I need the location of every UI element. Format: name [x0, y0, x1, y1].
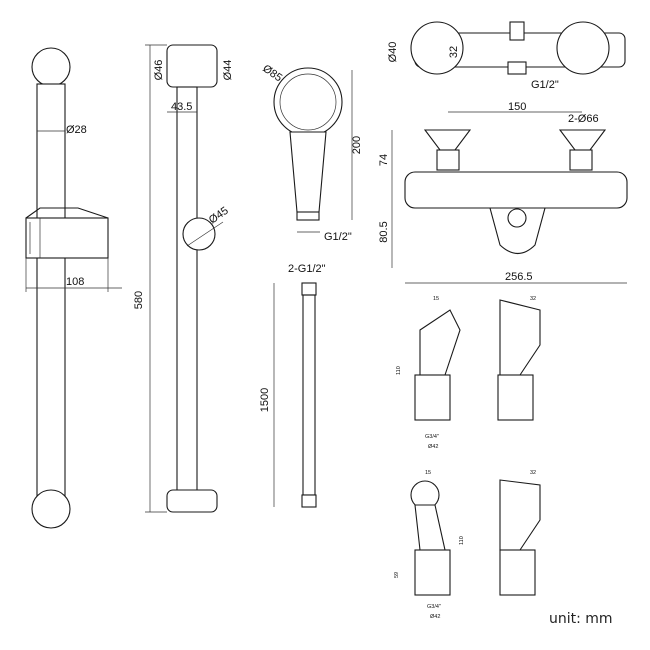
- leg-detail-4: 32: [499, 470, 541, 596]
- dim-flanges: 2-Ø66: [568, 113, 599, 125]
- rail-tube: [36, 83, 66, 501]
- side-top-mount: [166, 44, 218, 88]
- dim-leg3-g34: G3/4": [427, 604, 441, 610]
- right-nut: [569, 149, 593, 171]
- leg-nut: [414, 374, 451, 421]
- mixer-front-view: 150 2-Ø66 74 80.5 256.5: [378, 101, 628, 284]
- rail-top-cap: [31, 47, 71, 87]
- hose-top-nut: [301, 282, 317, 296]
- left-nut: [436, 149, 460, 171]
- slide-rail-side: 580 Ø46 Ø44 43.5 Ø45: [133, 44, 234, 513]
- dim-shower-height: 200: [351, 136, 363, 154]
- shower-face: [279, 73, 337, 131]
- dim-shower-thread: G1/2": [324, 231, 352, 243]
- leg-body: [414, 504, 446, 551]
- mixer-outlet-hole: [507, 208, 527, 228]
- dim-leg4-32: 32: [530, 470, 536, 476]
- shower-handle: [289, 131, 327, 213]
- hose-bottom-nut: [301, 494, 317, 508]
- leg-detail-3: 15 110 59 G3/4" Ø42: [394, 470, 465, 620]
- side-bottom-mount: [166, 489, 218, 513]
- dim-bracket-d44: Ø44: [222, 60, 234, 81]
- dim-mixer-body: Ø40: [387, 42, 399, 63]
- dim-leg-110: 110: [396, 366, 402, 375]
- mixer-top-view: Ø40 32 G1/2": [387, 21, 626, 91]
- rail-bracket: [25, 217, 109, 259]
- dim-bracket-width: 108: [66, 276, 84, 288]
- dim-bracket-d46: Ø46: [153, 60, 165, 81]
- shower-connector: [296, 211, 320, 221]
- unit-note: unit: mm: [549, 611, 613, 627]
- dim-hose-length: 1500: [259, 388, 271, 412]
- mixer-spout: [489, 207, 546, 255]
- dim-rail-length: 580: [133, 291, 145, 309]
- leg-nut: [499, 549, 536, 596]
- leg-detail-1: 15 110 G3/4" Ø42: [396, 296, 461, 450]
- mixer-front-body: [404, 171, 628, 209]
- dim-knob: Ø45: [207, 205, 231, 227]
- leg-body: [419, 309, 461, 376]
- side-knob: [182, 217, 216, 251]
- dim-height-bottom: 80.5: [378, 221, 390, 242]
- dim-mixer-outlet: G1/2": [531, 79, 559, 91]
- dim-mixer-inner: 32: [448, 46, 460, 58]
- dim-leg3-d42: Ø42: [430, 614, 440, 620]
- dim-leg-g34: G3/4": [425, 434, 439, 440]
- dim-leg3-15: 15: [425, 470, 431, 476]
- rail-bottom-cap: [31, 489, 71, 529]
- dim-hose-thread: 2-G1/2": [288, 263, 326, 275]
- side-tube: [176, 86, 198, 493]
- dim-leg-d42: Ø42: [428, 444, 438, 450]
- leg-body: [499, 479, 541, 551]
- left-flange: [423, 129, 472, 151]
- dim-line: [186, 221, 224, 247]
- dim-height-top: 74: [378, 154, 390, 166]
- dim-mixer-width: 256.5: [505, 271, 533, 283]
- shower-head: [273, 67, 343, 137]
- mixer-top-right: [556, 21, 610, 75]
- mixer-top-outlet: [507, 61, 527, 75]
- hose-body: [302, 294, 316, 496]
- leg-nut: [497, 374, 534, 421]
- dim-leg3-59: 59: [394, 572, 400, 578]
- leg-nut: [414, 549, 451, 596]
- hand-shower: 200 Ø85 G1/2": [260, 63, 363, 243]
- dim-leg-32: 32: [530, 296, 536, 302]
- leg-detail-2: 32: [497, 296, 541, 421]
- leg-body: [499, 299, 541, 376]
- right-flange: [558, 129, 607, 151]
- mixer-top-knob: [509, 21, 525, 41]
- dim-leg-15: 15: [433, 296, 439, 302]
- bracket-top: [25, 207, 109, 219]
- dim-rail-tube: Ø28: [66, 124, 87, 136]
- hose: 2-G1/2" 1500: [259, 263, 326, 508]
- mixer-top-left: [410, 21, 464, 75]
- dim-offset: 43.5: [171, 101, 192, 113]
- slide-rail-front: Ø28 108: [25, 47, 122, 529]
- dim-leg3-110: 110: [459, 536, 465, 545]
- dim-centers: 150: [508, 101, 526, 113]
